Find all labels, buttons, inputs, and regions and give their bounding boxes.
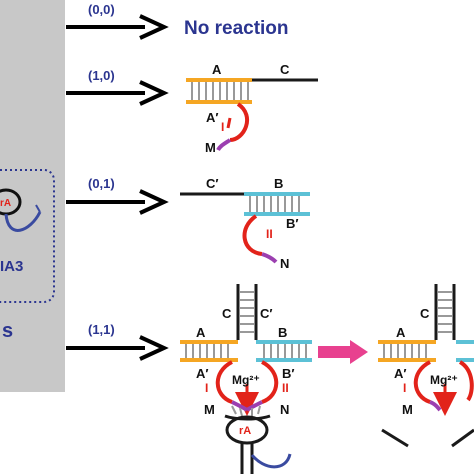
label-a-after: A (396, 325, 406, 340)
label-n-11: N (280, 402, 289, 417)
label-a-prime: A′ (206, 110, 219, 125)
input-label-11: (1,1) (88, 322, 115, 337)
input-label-10: (1,0) (88, 68, 115, 83)
label-a-prime-after: A′ (394, 366, 407, 381)
no-reaction-text: No reaction (184, 18, 289, 39)
label-roman-1-11: I (205, 381, 208, 395)
substrate-molecule: rA (0, 188, 42, 232)
cleavage-transition-arrow (318, 340, 368, 364)
label-a: A (212, 62, 222, 77)
enzyme-bar-1 (226, 117, 232, 129)
label-a-11: A (196, 325, 206, 340)
rungs-a (191, 82, 249, 100)
enzyme-loop-1 (229, 102, 250, 142)
label-a-prime-11: A′ (196, 366, 209, 381)
input-label-01: (0,1) (88, 176, 115, 191)
input-label-00: (0,0) (88, 2, 115, 17)
label-mg-11: Mg²⁺ (232, 373, 260, 387)
label-c: C (280, 62, 290, 77)
input-arrow-00 (66, 14, 169, 40)
rungs-b (249, 196, 300, 212)
label-c-prime-11: C′ (260, 306, 273, 321)
label-ra-11: rA (239, 425, 251, 437)
enzyme-loop-2 (242, 214, 263, 256)
enzyme-tail-m (216, 138, 232, 152)
label-roman-2-11: II (282, 381, 289, 395)
label-c-after: C (420, 306, 430, 321)
enzyme-tail-n (261, 252, 278, 264)
label-m: M (205, 140, 216, 155)
label-m-after: M (402, 402, 413, 417)
input-arrow-01 (66, 189, 169, 215)
input-arrow-11 (66, 335, 169, 361)
label-m-11: M (204, 402, 215, 417)
structure-11: C C′ A B A′ B′ I II Mg²⁺ M N rA (180, 284, 312, 474)
label-roman-1: I (221, 120, 224, 134)
label-n: N (280, 256, 289, 271)
label-b-11: B (278, 325, 287, 340)
substrate-name-label: IA3 (0, 258, 23, 275)
label-b-prime: B′ (286, 216, 299, 231)
structure-after-cleavage: A C A′ I Mg²⁺ M (378, 284, 474, 448)
label-roman-2: II (266, 227, 273, 241)
label-mg-after: Mg²⁺ (430, 373, 458, 387)
input-arrow-10 (66, 80, 169, 106)
substrate-dotted-box (0, 169, 55, 303)
label-b: B (274, 176, 283, 191)
structure-10: A C A′ I M (186, 62, 318, 155)
substrate-center-label: rA (0, 198, 11, 209)
structure-01: C′ B B′ II N (180, 176, 310, 271)
label-roman-after: I (403, 381, 406, 395)
label-c-prime: C′ (206, 176, 219, 191)
label-c-11: C (222, 306, 232, 321)
label-b-prime-11: B′ (282, 366, 295, 381)
left-bottom-label: s (2, 320, 13, 342)
